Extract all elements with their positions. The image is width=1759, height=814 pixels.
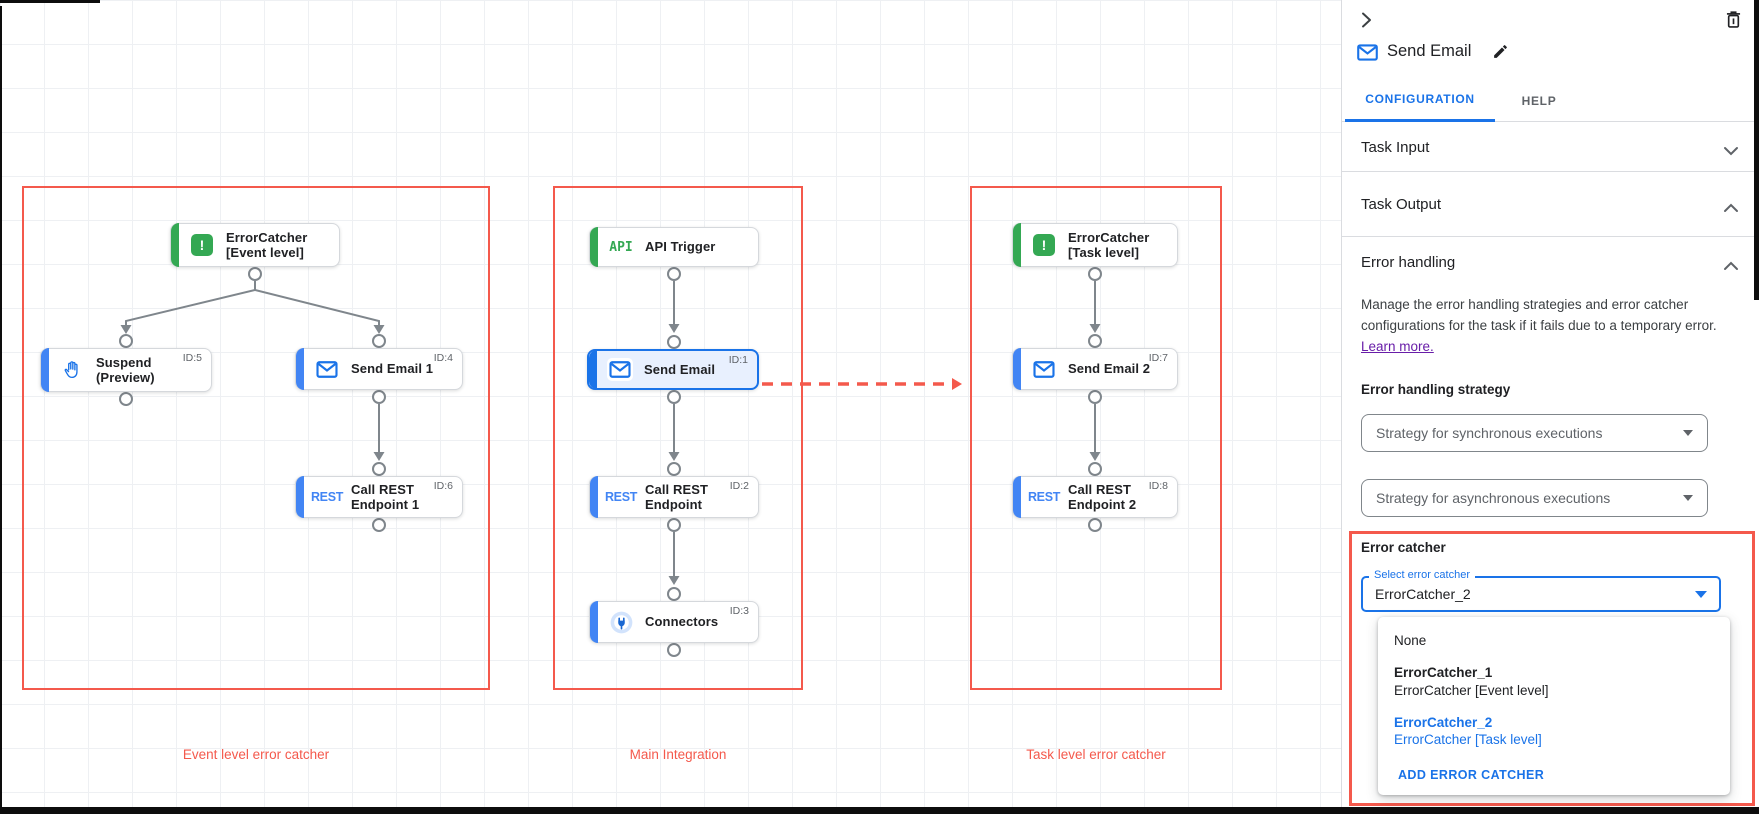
node-accent-stripe (589, 350, 597, 389)
collapse-panel-button[interactable] (1355, 9, 1377, 34)
node-title: Connectors (645, 614, 719, 630)
node-title: API Trigger (645, 239, 716, 255)
rest-icon: REST (1027, 490, 1061, 504)
scrollbar-thumb[interactable] (1754, 0, 1759, 300)
error-handling-description: Manage the error handling strategies and… (1361, 295, 1727, 358)
mail-icon (607, 358, 633, 381)
dropdown-caret-icon (1683, 430, 1693, 436)
rest-icon: REST (310, 490, 344, 504)
node-id-badge: ID:6 (433, 480, 453, 492)
group-box (970, 186, 1222, 690)
node-accent-stripe (171, 223, 179, 267)
sync-strategy-dropdown[interactable]: Strategy for synchronous executions (1361, 414, 1708, 452)
hand-icon (59, 360, 85, 381)
node-title: Send Email 2 (1068, 361, 1151, 377)
node-send-email[interactable]: Send Email ID:1 (587, 349, 759, 390)
error-icon: ! (1031, 234, 1057, 256)
tab-help[interactable]: HELP (1521, 93, 1557, 108)
node-title: Send Email 1 (351, 361, 434, 377)
select-caret-icon (1695, 590, 1707, 598)
node-id-badge: ID:3 (729, 605, 749, 617)
divider (1342, 171, 1759, 172)
node-id-badge: ID:8 (1148, 480, 1168, 492)
node-title: ErrorCatcher[Event level] (226, 229, 308, 260)
node-accent-stripe (590, 601, 598, 643)
menu-option-none[interactable]: None (1394, 633, 1427, 648)
group-box (553, 186, 803, 690)
group-caption: Event level error catcher (182, 747, 330, 762)
mail-icon (314, 360, 340, 378)
node-id-badge: ID:4 (433, 352, 453, 364)
node-suspend[interactable]: Suspend(Preview) ID:5 (40, 348, 212, 392)
tab-configuration[interactable]: CONFIGURATION (1345, 79, 1495, 122)
rest-icon: REST (604, 490, 638, 504)
frame-edge (0, 6, 2, 807)
node-accent-stripe (1013, 476, 1021, 518)
section-task-input[interactable]: Task Input (1361, 139, 1430, 156)
async-strategy-dropdown[interactable]: Strategy for asynchronous executions (1361, 479, 1708, 517)
node-accent-stripe (1013, 348, 1021, 390)
group-box (22, 186, 490, 690)
integration-canvas[interactable]: Event level error catcher Main Integratio… (0, 0, 1341, 814)
chevron-up-icon[interactable] (1723, 258, 1739, 276)
select-floating-label: Select error catcher (1369, 569, 1475, 581)
add-error-catcher-button[interactable]: ADD ERROR CATCHER (1398, 768, 1545, 783)
select-error-catcher[interactable]: ErrorCatcher_2 (1361, 576, 1721, 612)
error-icon: ! (189, 234, 215, 256)
section-task-output[interactable]: Task Output (1361, 196, 1442, 213)
error-catcher-label: Error catcher (1361, 540, 1446, 555)
node-id-badge: ID:1 (728, 354, 748, 366)
node-accent-stripe (296, 348, 304, 390)
node-title: ErrorCatcher[Task level] (1068, 229, 1150, 260)
edit-name-button[interactable] (1492, 43, 1509, 63)
node-title: Send Email (644, 361, 716, 377)
group-caption: Task level error catcher (1026, 747, 1166, 762)
frame-edge (0, 807, 1759, 814)
delete-task-button[interactable] (1723, 9, 1744, 33)
node-connectors[interactable]: Connectors ID:3 (589, 601, 759, 643)
node-accent-stripe (296, 476, 304, 518)
panel-tabs: CONFIGURATION HELP (1342, 79, 1759, 122)
node-id-badge: ID:5 (182, 352, 202, 364)
learn-more-link[interactable]: Learn more. (1361, 338, 1434, 354)
panel-title: Send Email (1387, 42, 1472, 60)
frame-edge (0, 0, 100, 3)
group-caption: Main Integration (629, 747, 727, 762)
node-accent-stripe (41, 348, 49, 392)
dropdown-caret-icon (1683, 495, 1693, 501)
node-accent-stripe (590, 227, 598, 267)
connector-icon (608, 610, 634, 635)
node-accent-stripe (1013, 223, 1021, 267)
node-title: Suspend(Preview) (96, 354, 155, 385)
mail-icon (1031, 360, 1057, 378)
chevron-up-icon[interactable] (1723, 200, 1739, 218)
divider (1342, 236, 1759, 237)
node-api-trigger[interactable]: API API Trigger (589, 227, 759, 267)
mail-icon (1357, 44, 1378, 66)
node-errorcatcher-task[interactable]: ! ErrorCatcher[Task level] (1012, 223, 1178, 267)
api-icon: API (609, 239, 633, 255)
strategy-label: Error handling strategy (1361, 382, 1511, 397)
section-error-handling[interactable]: Error handling (1361, 254, 1456, 271)
node-id-badge: ID:2 (729, 480, 749, 492)
task-config-panel: Send Email CONFIGURATION HELP Task Input… (1341, 0, 1759, 814)
chevron-down-icon[interactable] (1723, 143, 1739, 161)
node-accent-stripe (590, 476, 598, 518)
node-errorcatcher-event[interactable]: ! ErrorCatcher[Event level] (170, 223, 340, 267)
node-id-badge: ID:7 (1148, 352, 1168, 364)
